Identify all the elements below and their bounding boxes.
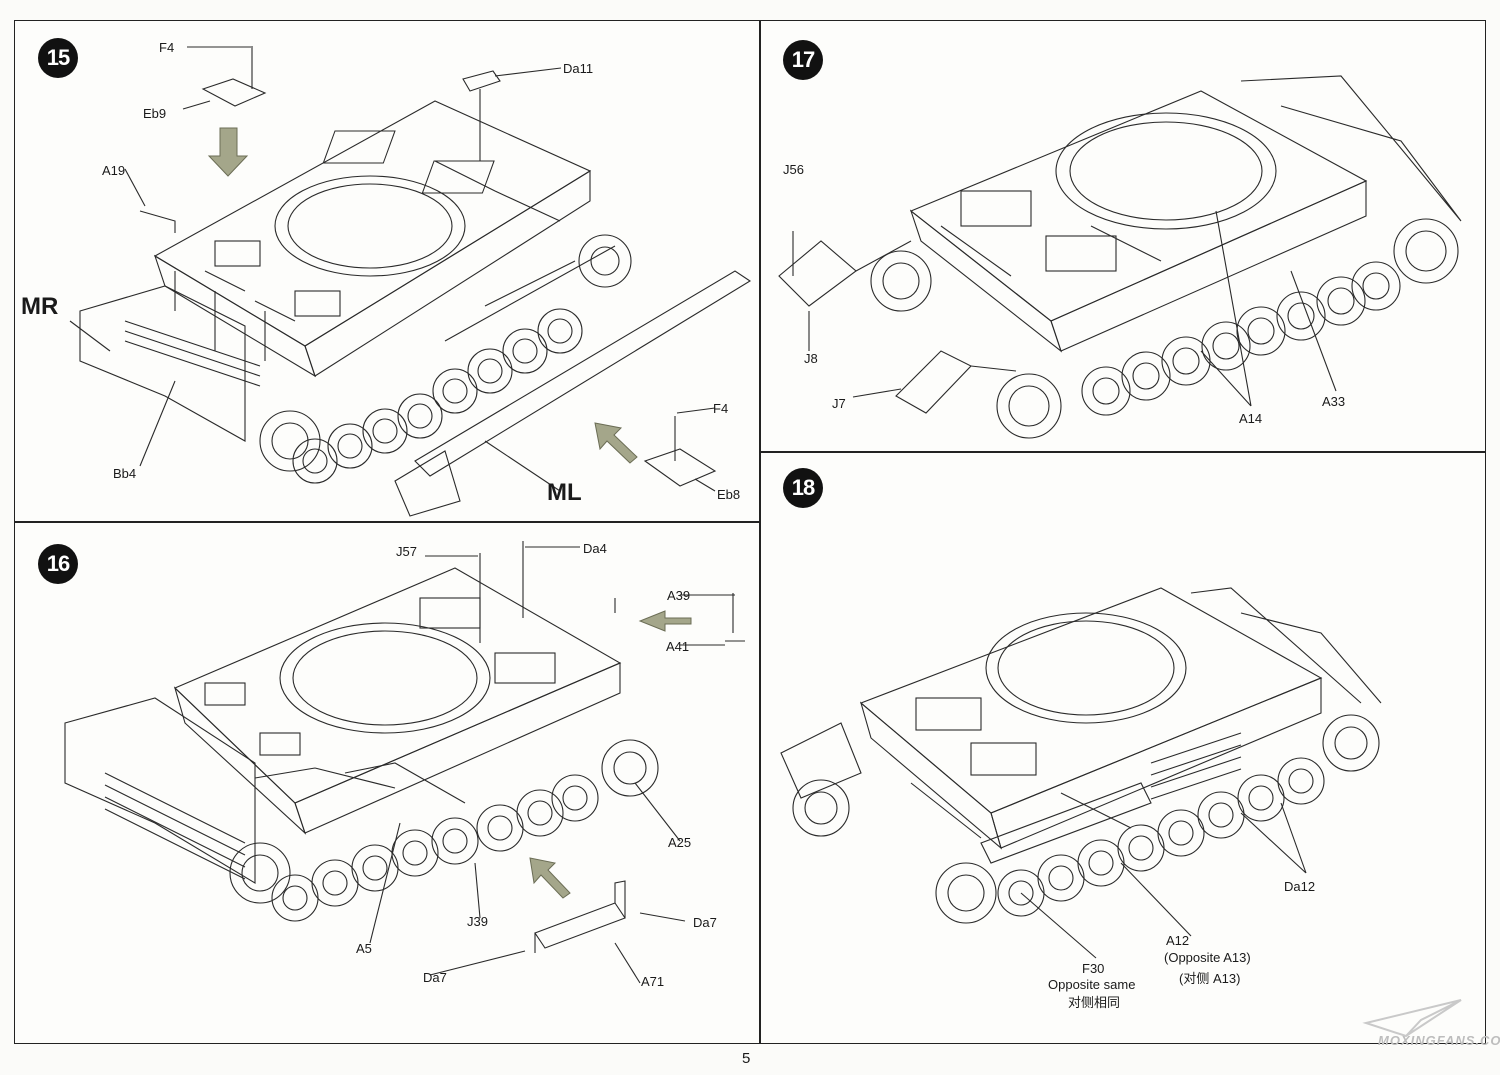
step-18-illustration (780, 587, 1382, 959)
label-eb9: Eb9 (143, 106, 167, 121)
label-a12: A12 (1166, 933, 1190, 948)
label-eb8: Eb8 (717, 487, 741, 502)
label-f30-opposite: Opposite same (1048, 977, 1136, 992)
label-a41: A41 (666, 639, 690, 654)
assembly-arrow-upleft (529, 857, 571, 899)
page-number: 5 (742, 1050, 751, 1067)
label-da11: Da11 (563, 61, 594, 76)
label-f30-chinese: 对侧相同 (1068, 995, 1121, 1010)
label-j8: J8 (804, 351, 818, 366)
step-16-panel: 16 (14, 522, 760, 1044)
step-17-illustration (778, 75, 1462, 439)
label-j56: J56 (783, 162, 804, 177)
label-da4: Da4 (583, 541, 607, 556)
label-a14: A14 (1239, 411, 1263, 426)
label-f4-right: F4 (713, 401, 729, 416)
step-17-panel: 17 (760, 20, 1486, 452)
label-f4-top: F4 (159, 40, 175, 55)
step-15-panel: 15 (14, 20, 760, 522)
step-16-badge: 16 (38, 544, 78, 584)
paper-plane-logo (1362, 999, 1462, 1038)
assembly-arrow-left (638, 610, 692, 632)
assembly-arrow-upleft (594, 422, 638, 464)
step-18-panel: 18 (760, 452, 1486, 1044)
label-j39: J39 (467, 914, 488, 929)
label-a39: A39 (667, 588, 691, 603)
label-j57: J57 (396, 544, 417, 559)
label-da12: Da12 (1284, 879, 1316, 894)
label-a33: A33 (1322, 394, 1346, 409)
label-da7-right: Da7 (693, 915, 717, 930)
label-a71: A71 (641, 974, 665, 989)
label-mr: MR (21, 293, 59, 320)
label-bb4: Bb4 (113, 466, 137, 481)
label-a12-chinese: (对侧 A13) (1179, 971, 1241, 986)
label-j7: J7 (832, 396, 846, 411)
step-15-badge: 15 (38, 38, 78, 78)
label-a12-opposite: (Opposite A13) (1164, 950, 1251, 965)
label-da7-left: Da7 (423, 970, 447, 985)
label-a5: A5 (356, 941, 372, 956)
watermark: MOXINGFANS.COM (1378, 1033, 1500, 1048)
step-18-badge: 18 (783, 468, 823, 508)
label-a25: A25 (668, 835, 692, 850)
step-16-illustration (64, 541, 745, 984)
step-15-illustration (69, 46, 752, 517)
label-a19: A19 (102, 163, 126, 178)
label-f30: F30 (1082, 961, 1105, 976)
label-ml: ML (547, 479, 582, 506)
step-17-badge: 17 (783, 40, 823, 80)
assembly-arrow-down (207, 127, 249, 177)
